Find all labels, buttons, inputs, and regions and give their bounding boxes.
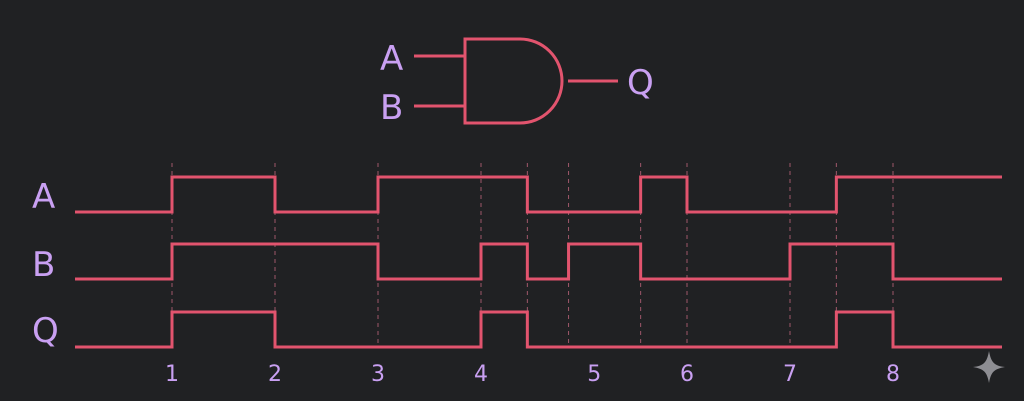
waveforms [75, 175, 1002, 349]
time-label: 2 [268, 362, 282, 387]
sparkle-icon [973, 351, 1005, 383]
time-label: 1 [165, 362, 179, 387]
and-gate: A B Q [380, 37, 654, 128]
gate-output-q-label: Q [627, 63, 654, 103]
signal-a-label: A [32, 177, 55, 217]
time-guides [171, 163, 894, 348]
time-label: 4 [474, 362, 488, 387]
time-label: 6 [680, 362, 694, 387]
gate-input-b-label: B [380, 88, 403, 128]
waveform-b [75, 242, 1002, 281]
waveform-a [75, 175, 1002, 214]
time-label: 7 [783, 362, 797, 387]
gate-input-a-label: A [380, 39, 403, 79]
time-label: 8 [886, 362, 900, 387]
signal-q-label: Q [32, 311, 59, 351]
time-label: 5 [587, 362, 601, 387]
waveform-q [75, 310, 1002, 349]
time-label: 3 [371, 362, 385, 387]
and-gate-body [463, 37, 564, 125]
time-axis: 1 2 3 4 5 6 7 8 [165, 362, 900, 387]
signal-b-label: B [32, 245, 55, 285]
